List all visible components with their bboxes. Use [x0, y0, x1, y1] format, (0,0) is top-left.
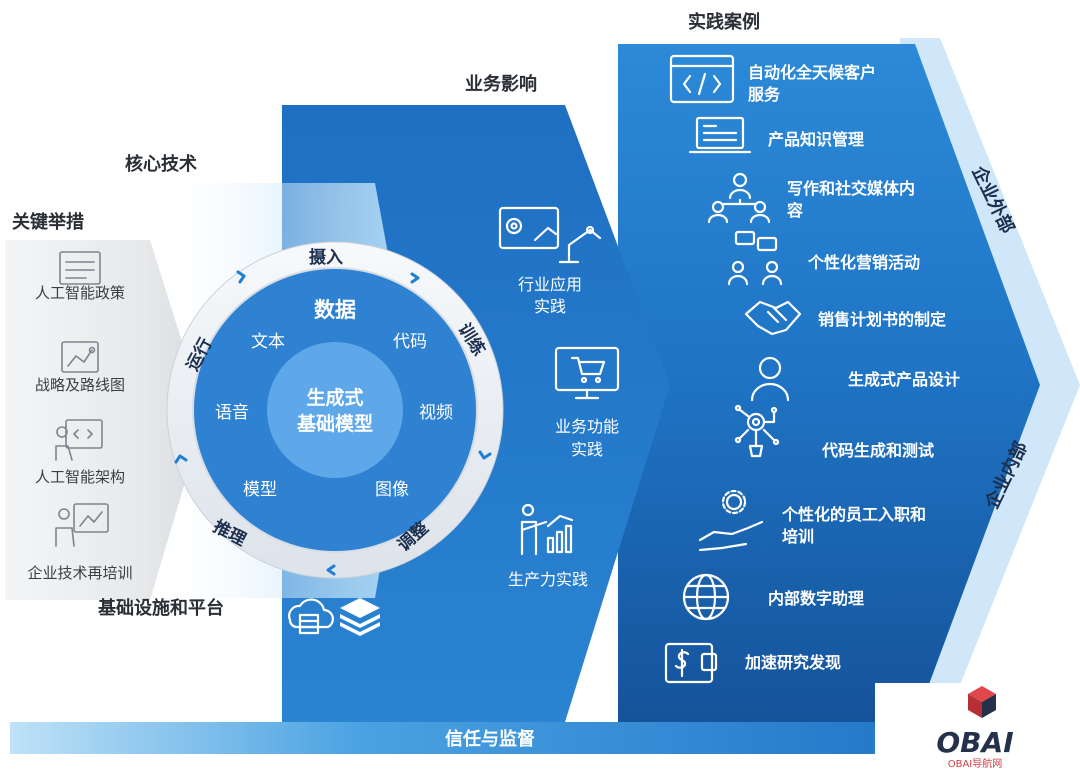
watermark-tagline: OBAI导航网: [948, 757, 1003, 770]
gear-hand-icon: [698, 489, 764, 552]
watermark: OBAI OBAI导航网: [875, 683, 1080, 773]
robot-arm-icon: [498, 206, 602, 264]
watermark-brand: OBAI: [936, 726, 1013, 759]
cloud-server-icon: [288, 598, 334, 635]
social-network-icon: [707, 172, 771, 224]
chevron-down-icon: [478, 450, 492, 460]
key-measure-label: 人工智能架构: [35, 468, 125, 486]
case-label-line1: 个性化的员工入职和: [781, 505, 926, 524]
case-label-line2: 容: [786, 201, 803, 220]
center-label-line2: 基础模型: [296, 412, 373, 435]
case-writing: 写作和社交媒体内 容: [707, 172, 915, 224]
training-icon: [55, 503, 109, 547]
case-label-line1: 产品知识管理: [768, 130, 864, 149]
circuit-brain-icon: [734, 404, 780, 458]
key-measure-architecture: 人工智能架构: [35, 419, 125, 486]
trust-bar: [10, 722, 1010, 754]
key-measures-panel: [5, 240, 205, 600]
case-research: 加速研究发现: [664, 642, 841, 684]
impact-function: 业务功能 实践: [554, 346, 620, 459]
impact-label-line2: 实践: [534, 297, 566, 316]
ring-arrows: [174, 270, 492, 576]
case-label-line1: 生成式产品设计: [848, 370, 960, 389]
core-item-speech: 语音: [215, 403, 249, 423]
code-window-icon: [669, 54, 735, 104]
chevron-right-icon: [410, 272, 420, 284]
core-item-video: 视频: [419, 403, 453, 423]
heading-business-impact: 业务影响: [465, 73, 537, 95]
handshake-icon: [744, 300, 802, 336]
cases-panel: [618, 44, 1040, 722]
layers-icon: [340, 598, 380, 636]
core-data-label: 数据: [314, 298, 356, 322]
case-label-line1: 加速研究发现: [744, 653, 841, 672]
center-label-line1: 生成式: [306, 386, 363, 409]
heading-core-tech: 核心技术: [125, 153, 197, 175]
core-item-code: 代码: [393, 332, 427, 352]
heading-cases: 实践案例: [688, 11, 760, 33]
case-code-gen: 代码生成和测试: [734, 404, 934, 460]
laptop-icon: [688, 116, 752, 154]
heading-infrastructure: 基础设施和平台: [97, 597, 224, 619]
key-measure-roadmap: 战略及路线图: [35, 341, 125, 394]
impact-label-line1: 生产力实践: [508, 570, 588, 589]
heading-key-measures: 关键举措: [12, 211, 84, 233]
case-label-line1: 自动化全天候客户: [748, 63, 876, 82]
person-icon: [750, 356, 790, 402]
center-circle: [267, 342, 403, 478]
chevron-left-icon: [326, 564, 336, 576]
infrastructure-icons: [288, 598, 380, 636]
case-label-line2: 服务: [748, 85, 781, 104]
wallet-icon: [664, 642, 718, 684]
case-customer-service: 自动化全天候客户 服务: [669, 54, 876, 104]
impact-label-line2: 实践: [571, 440, 603, 459]
roadmap-icon: [61, 341, 99, 373]
core-item-image: 图像: [375, 480, 409, 500]
impact-industry: 行业应用 实践: [498, 206, 602, 316]
case-label-line1: 代码生成和测试: [821, 441, 934, 460]
globe-icon: [682, 573, 730, 621]
productivity-icon: [520, 503, 574, 556]
trust-label: 信任与监督: [445, 728, 535, 750]
case-onboarding: 个性化的员工入职和 培训: [698, 489, 926, 552]
case-label-line1: 个性化营销活动: [807, 253, 920, 272]
cube-logo: [968, 686, 996, 718]
key-measure-label: 企业技术再培训: [27, 564, 132, 582]
impact-productivity: 生产力实践: [508, 503, 588, 589]
chevron-up-icon: [174, 454, 188, 464]
policy-doc-icon: [59, 251, 101, 285]
shopping-cart-icon: [554, 346, 620, 400]
impact-label-line1: 行业应用: [518, 275, 582, 294]
core-item-text: 文本: [251, 332, 285, 352]
key-measure-policy: 人工智能政策: [35, 251, 125, 302]
key-measure-label: 人工智能政策: [35, 284, 125, 302]
key-measure-label: 战略及路线图: [35, 376, 125, 394]
lifecycle-ring: [166, 241, 504, 579]
ring-label-ingest: 摄入: [309, 247, 343, 268]
case-label-line1: 销售计划书的制定: [818, 310, 946, 329]
case-marketing: 个性化营销活动: [727, 230, 920, 286]
chat-people-icon: [727, 230, 783, 286]
key-measure-training: 企业技术再培训: [27, 503, 133, 582]
case-knowledge: 产品知识管理: [688, 116, 864, 154]
case-label-line1: 写作和社交媒体内: [787, 179, 915, 198]
case-product-design: 生成式产品设计: [750, 356, 960, 402]
core-item-model: 模型: [243, 480, 277, 500]
architecture-icon: [55, 419, 103, 461]
case-sales-plan: 销售计划书的制定: [744, 300, 946, 336]
case-label-line1: 内部数字助理: [768, 589, 864, 608]
impact-label-line1: 业务功能: [555, 417, 619, 436]
chevron-right-icon: [236, 270, 246, 284]
case-label-line2: 培训: [782, 527, 814, 546]
case-assistant: 内部数字助理: [682, 573, 864, 621]
